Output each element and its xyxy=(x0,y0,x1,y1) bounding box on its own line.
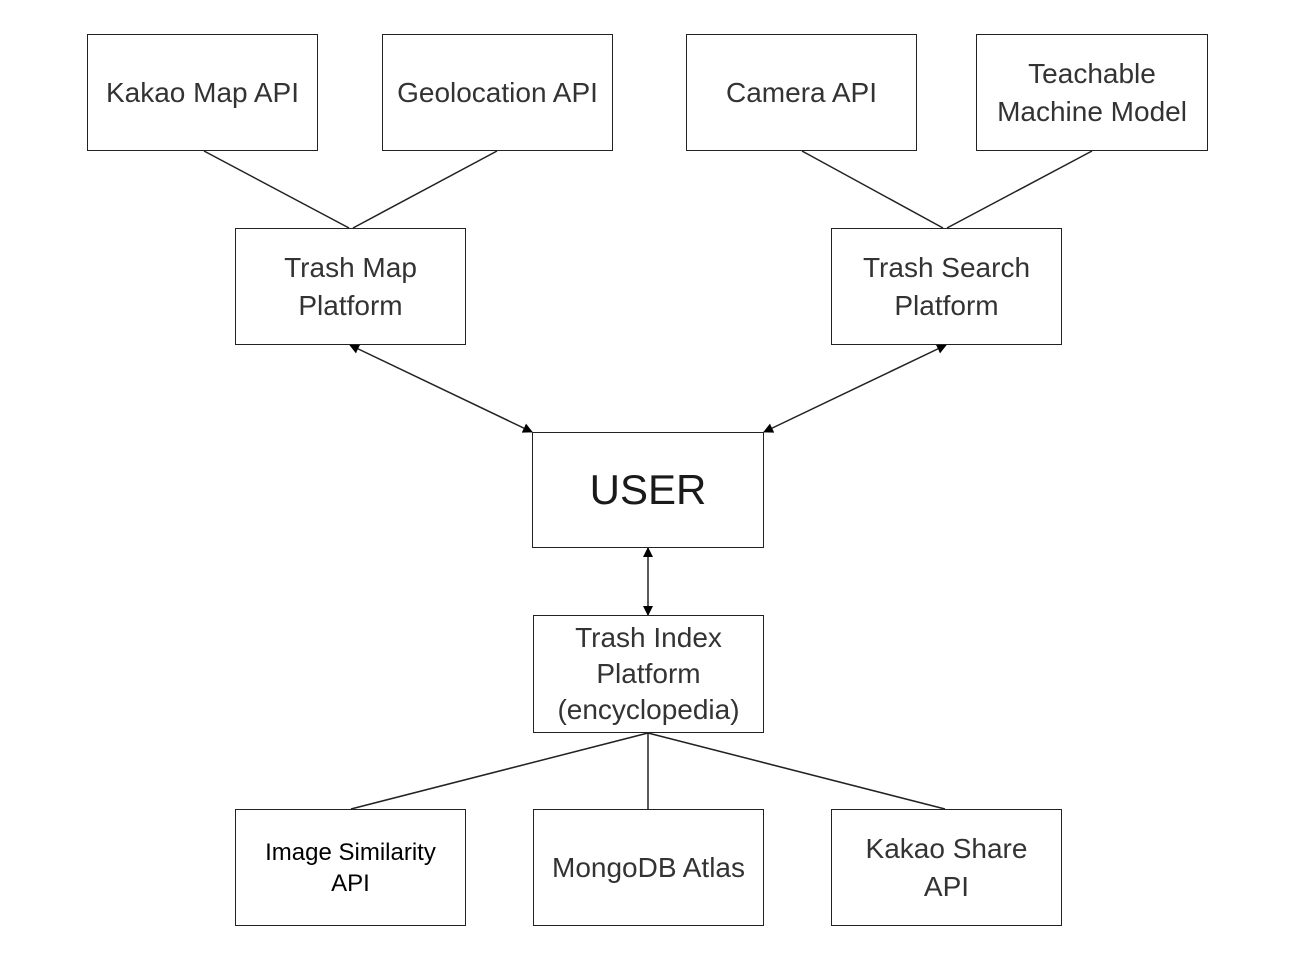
image-similarity-api-box: Image Similarity API xyxy=(235,809,466,926)
kakao-share-api-box: Kakao Share API xyxy=(831,809,1062,926)
user-box: USER xyxy=(532,432,764,548)
kakao-map-api-label: Kakao Map API xyxy=(105,76,299,108)
edge-trash-search-user-arrow xyxy=(763,344,947,433)
edge-geolocation-to-trash-map xyxy=(352,150,498,229)
geolocation-api-box: Geolocation API xyxy=(382,34,613,151)
image-similarity-api-label: Image Similarity API xyxy=(265,838,436,897)
geolocation-api-label: Geolocation API xyxy=(397,76,598,108)
trash-map-platform-box: Trash Map Platform xyxy=(235,228,466,345)
trash-search-platform-box: Trash Search Platform xyxy=(831,228,1062,345)
edge-kakao-map-to-trash-map xyxy=(203,150,350,229)
edge-teachable-to-trash-search xyxy=(946,150,1093,229)
edge-trash-map-user-arrow xyxy=(349,344,533,433)
trash-map-platform-label: Trash Map Platform xyxy=(284,251,417,321)
teachable-machine-model-label: Teachable Machine Model xyxy=(997,57,1187,127)
mongodb-atlas-label: MongoDB Atlas xyxy=(552,851,745,883)
trash-search-platform-label: Trash Search Platform xyxy=(862,251,1031,321)
trash-index-platform-label: Trash Index Platform (encyclopedia) xyxy=(557,622,740,725)
teachable-machine-model-box: Teachable Machine Model xyxy=(976,34,1208,151)
edge-trash-index-to-kakao-share xyxy=(647,732,946,810)
mongodb-atlas-box: MongoDB Atlas xyxy=(533,809,764,926)
camera-api-label: Camera API xyxy=(726,76,877,108)
kakao-share-api-label: Kakao Share API xyxy=(865,832,1028,902)
kakao-map-api-box: Kakao Map API xyxy=(87,34,318,151)
edge-camera-to-trash-search xyxy=(801,150,944,229)
user-label: USER xyxy=(589,466,707,513)
edge-trash-index-to-image-similarity xyxy=(350,732,649,810)
trash-index-platform-box: Trash Index Platform (encyclopedia) xyxy=(533,615,764,733)
camera-api-box: Camera API xyxy=(686,34,917,151)
